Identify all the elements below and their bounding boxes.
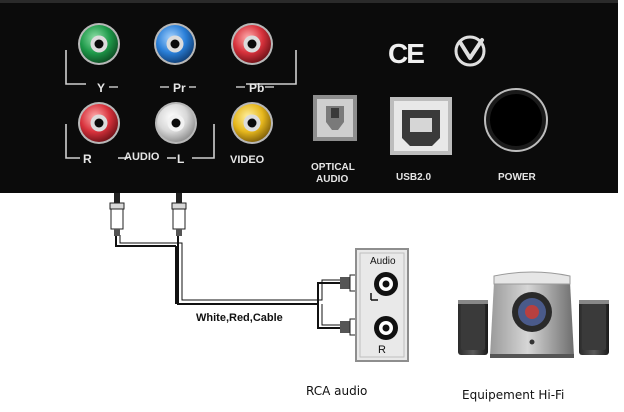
rca-box-r-label: R bbox=[378, 344, 386, 356]
jack-audio-l[interactable] bbox=[155, 102, 197, 144]
label-optical-2: AUDIO bbox=[316, 174, 348, 185]
label-pb: Pb bbox=[249, 81, 264, 95]
label-l: L bbox=[177, 152, 184, 166]
label-power: POWER bbox=[498, 172, 537, 183]
certification-logo-icon bbox=[454, 35, 486, 67]
caption-hifi: Equipement Hi-Fi bbox=[462, 388, 565, 402]
rca-box-audio-label: Audio bbox=[370, 256, 396, 267]
rca-plug-right bbox=[171, 193, 187, 236]
rca-jack-audio[interactable] bbox=[374, 272, 398, 296]
rca-input-box: Audio R bbox=[355, 248, 409, 362]
rca-jack-r[interactable] bbox=[374, 316, 398, 340]
jack-video[interactable] bbox=[231, 102, 273, 144]
jack-pr[interactable] bbox=[154, 23, 196, 65]
cable-label: White,Red,Cable bbox=[196, 312, 283, 324]
label-optical-1: OPTICAL bbox=[311, 162, 355, 173]
ce-mark-text: CE bbox=[388, 38, 424, 69]
ce-mark: CE bbox=[388, 38, 426, 69]
rca-plug-left bbox=[109, 193, 125, 236]
jack-audio-r[interactable] bbox=[78, 102, 120, 144]
label-video: VIDEO bbox=[230, 154, 265, 166]
hifi-speaker-system-icon bbox=[458, 271, 609, 358]
label-usb: USB2.0 bbox=[396, 172, 431, 183]
jack-y[interactable] bbox=[78, 23, 120, 65]
device-back-panel: Y Pr Pb R AUDIO L VIDEO OPTICAL AUDIO US… bbox=[0, 0, 618, 193]
label-y: Y bbox=[97, 81, 105, 95]
speaker-right-icon bbox=[579, 300, 609, 355]
usb-port[interactable] bbox=[390, 97, 452, 155]
audio-cable: White,Red,Cable bbox=[109, 193, 371, 336]
subwoofer-icon bbox=[490, 271, 574, 358]
caption-rca-audio: RCA audio bbox=[306, 384, 368, 398]
label-audio: AUDIO bbox=[124, 151, 160, 163]
panel-top-edge bbox=[0, 0, 618, 3]
label-pr: Pr bbox=[173, 81, 186, 95]
jack-pb[interactable] bbox=[231, 23, 273, 65]
power-button[interactable] bbox=[484, 88, 548, 152]
label-r: R bbox=[83, 152, 92, 166]
speaker-left-icon bbox=[458, 300, 488, 355]
optical-audio-port[interactable] bbox=[313, 95, 357, 141]
